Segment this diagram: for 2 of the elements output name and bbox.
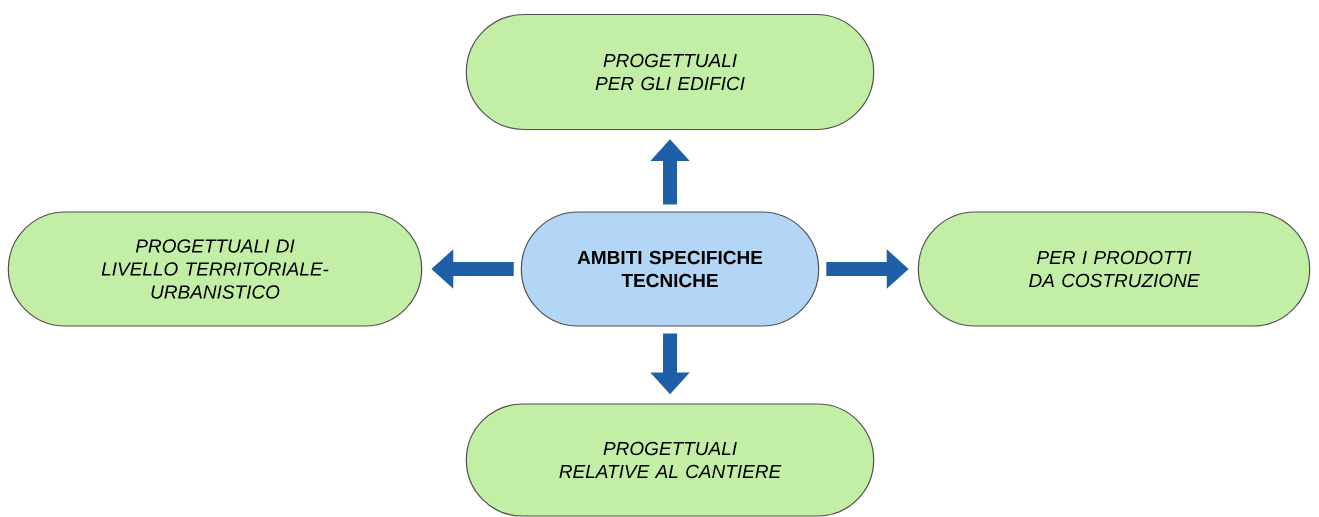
oval-box: PER I PRODOTTI DA COSTRUZIONE bbox=[917, 211, 1311, 327]
oval-box: PROGETTUALI RELATIVE AL CANTIERE bbox=[465, 403, 875, 517]
